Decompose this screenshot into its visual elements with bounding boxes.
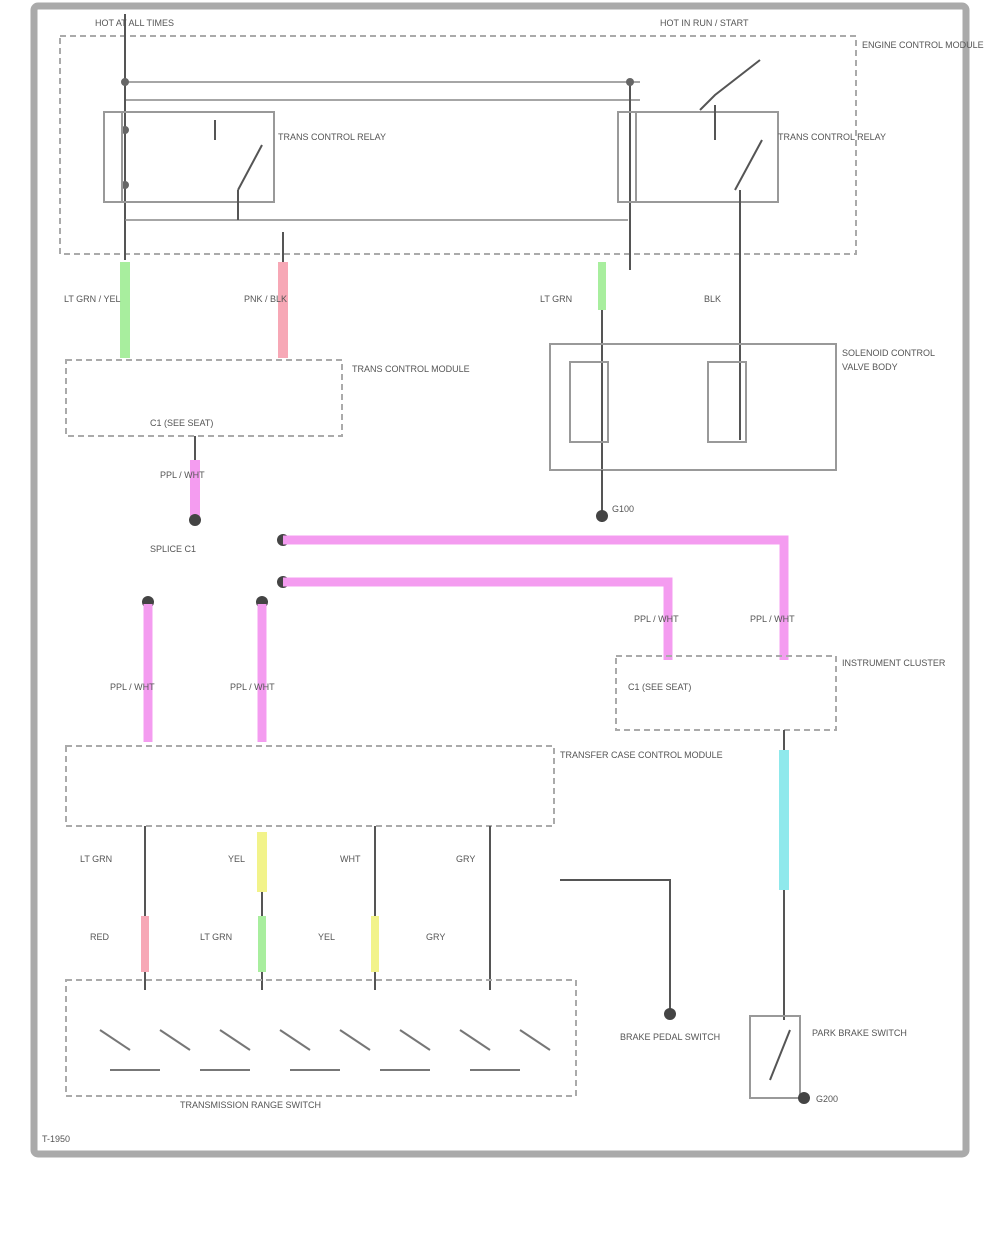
label-wire-m2: PPL / WHT	[230, 682, 275, 692]
label-splice: SPLICE C1	[150, 544, 196, 554]
right-relay-coil	[617, 111, 637, 203]
control-module-box	[65, 745, 555, 827]
magenta-wire-lower	[283, 577, 673, 660]
label-ground-bottom: G200	[816, 1094, 838, 1104]
solenoid-a	[569, 361, 609, 443]
label-brake-switch: BRAKE PEDAL SWITCH	[620, 1032, 720, 1042]
label-tcm: TRANS CONTROL MODULE	[352, 364, 470, 374]
label-wire-l2: PNK / BLK	[244, 294, 287, 304]
wire-magenta-top	[190, 460, 200, 516]
park-switch-box	[749, 1015, 801, 1099]
right-relay-switch	[714, 105, 763, 191]
label-bot-wire1: LT GRN	[80, 854, 112, 864]
left-connector-box	[65, 359, 343, 437]
label-bot-lbl4: GRY	[426, 932, 445, 942]
label-wire-m3: PPL / WHT	[634, 614, 679, 624]
label-bot-wire4: GRY	[456, 854, 475, 864]
upper-module-box	[59, 35, 857, 255]
range-switch-contacts	[99, 1029, 551, 1071]
wire-green-left	[120, 262, 130, 358]
left-node-1	[121, 78, 129, 86]
bottom-right-loop	[560, 879, 671, 1010]
wire-cyan	[779, 750, 789, 890]
wire-yellow-2	[371, 916, 379, 972]
wire-pink-left	[278, 262, 288, 358]
label-mid-conn: C1 (SEE SEAT)	[628, 682, 691, 692]
solenoid-b	[707, 361, 747, 443]
wire-yellow-1	[257, 832, 267, 892]
range-switch-box	[65, 979, 577, 1097]
label-hot-at-all-times: HOT AT ALL TIMES	[95, 18, 174, 28]
left-relay-box	[103, 111, 275, 203]
bottom-right-node	[664, 1008, 676, 1020]
label-wire-m4: PPL / WHT	[750, 614, 795, 624]
cluster-box	[615, 655, 837, 731]
right-node-1	[626, 78, 634, 86]
label-ecm: ENGINE CONTROL MODULE	[862, 40, 984, 50]
label-bot-wire2: YEL	[228, 854, 245, 864]
wire-pink-bottom	[141, 916, 149, 972]
label-ground-r: G100	[612, 504, 634, 514]
label-bot-lbl3: YEL	[318, 932, 335, 942]
label-relay-right: TRANS CONTROL RELAY	[778, 132, 886, 142]
label-bot-wire3: WHT	[340, 854, 361, 864]
label-wire-r2: BLK	[704, 294, 721, 304]
label-cluster: INSTRUMENT CLUSTER	[842, 658, 946, 668]
label-range-switch: TRANSMISSION RANGE SWITCH	[180, 1100, 321, 1110]
ground-dot-right	[596, 510, 608, 522]
wire-green-right	[598, 262, 606, 310]
label-relay-left: TRANS CONTROL RELAY	[278, 132, 386, 142]
left-relay-coil	[103, 111, 123, 203]
solenoid-box	[549, 343, 837, 471]
magenta-wire-upper	[283, 535, 789, 660]
label-solenoid-sub: VALVE BODY	[842, 362, 898, 372]
label-park-brake: PARK BRAKE SWITCH	[812, 1028, 907, 1038]
label-bot-lbl2: LT GRN	[200, 932, 232, 942]
label-wire-m1: PPL / WHT	[110, 682, 155, 692]
label-wire-r1: LT GRN	[540, 294, 572, 304]
label-hot-in-run: HOT IN RUN / START	[660, 18, 749, 28]
label-ctrl-block: TRANSFER CASE CONTROL MODULE	[560, 750, 723, 760]
splice-dot-left	[189, 514, 201, 526]
park-switch-blade	[769, 1029, 791, 1081]
wire-green-bottom	[258, 916, 266, 972]
label-mid-wire: PPL / WHT	[160, 470, 205, 480]
park-switch-ground	[798, 1092, 810, 1104]
page-reference: T-1950	[42, 1134, 70, 1144]
diagram-frame	[30, 2, 970, 1158]
right-relay-feed	[699, 59, 761, 111]
right-relay-box	[617, 111, 779, 203]
left-relay-switch	[214, 120, 263, 191]
label-bot-lbl1: RED	[90, 932, 110, 942]
label-solenoid: SOLENOID CONTROL	[842, 348, 935, 358]
label-tcm-c: C1 (SEE SEAT)	[150, 418, 213, 428]
label-wire-l1: LT GRN / YEL	[64, 294, 121, 304]
